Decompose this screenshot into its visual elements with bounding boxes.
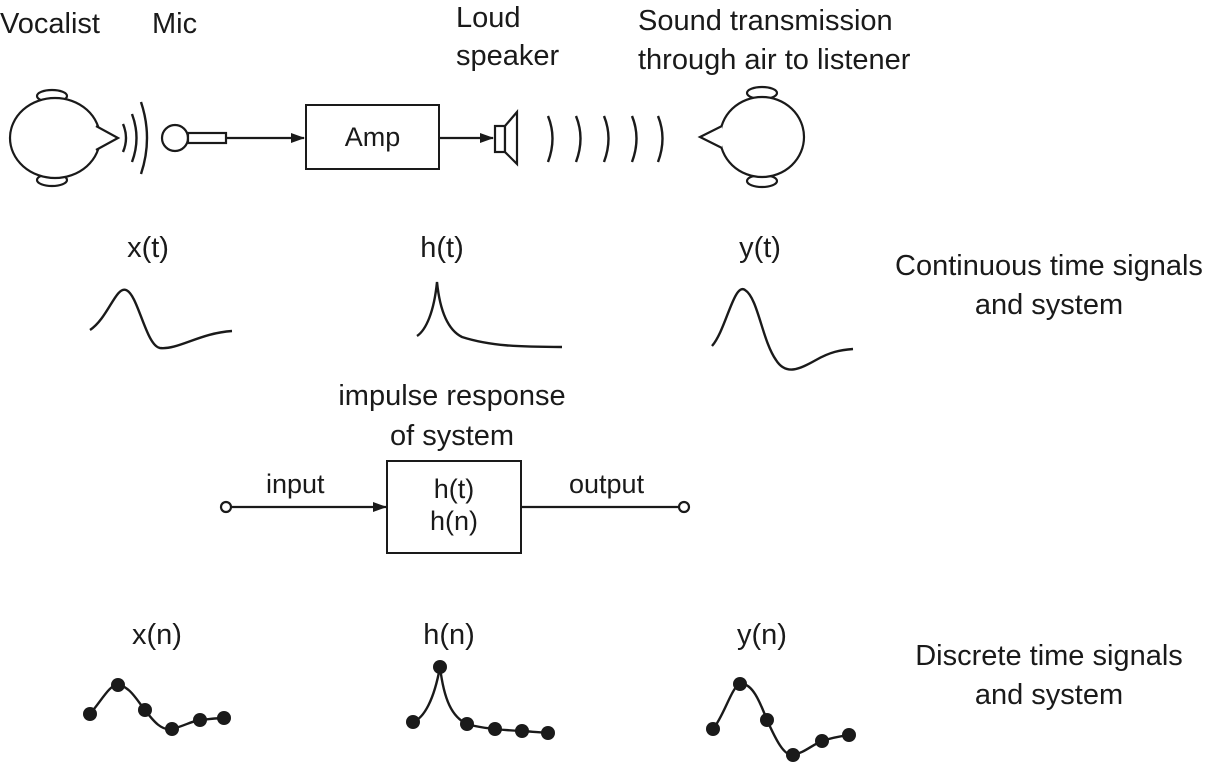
h-n-sample — [541, 726, 555, 740]
y-n-samples — [706, 677, 856, 762]
y-n-sample — [786, 748, 800, 762]
x-n-sample — [138, 703, 152, 717]
h-n-sample — [406, 715, 420, 729]
y-n-label: y(n) — [737, 619, 787, 651]
transmission-label-line1: Sound transmission — [638, 5, 893, 37]
x-n-label: x(n) — [132, 619, 182, 651]
discrete-caption-line1: Discrete time signals — [915, 640, 1183, 672]
amp-box: Amp — [305, 104, 440, 170]
x-n-sample — [217, 711, 231, 725]
input-terminal — [219, 500, 233, 514]
transmission-label-line2: through air to listener — [638, 44, 911, 76]
y-t-label: y(t) — [739, 232, 781, 264]
output-label: output — [569, 469, 645, 499]
h-n-sample — [460, 717, 474, 731]
y-n-sample — [760, 713, 774, 727]
h-n-sample — [488, 722, 502, 736]
y-n-sample — [842, 728, 856, 742]
system-title-line2: of system — [389, 420, 515, 452]
vocalist-label: Vocalist — [0, 8, 100, 40]
h-n-label: h(n) — [423, 619, 475, 651]
h-n-sample — [515, 724, 529, 738]
system-box: h(t) h(n) — [386, 460, 522, 554]
y-n-sample — [706, 722, 720, 736]
continuous-caption-line2: and system — [974, 289, 1124, 321]
system-box-line1: h(t) — [433, 474, 475, 504]
h-t-curve — [416, 281, 563, 349]
x-n-sample — [193, 713, 207, 727]
output-terminal — [677, 500, 691, 514]
microphone-icon — [160, 123, 228, 153]
vocalist-head-icon — [8, 88, 121, 188]
continuous-caption-line1: Continuous time signals — [895, 250, 1203, 282]
h-n-curve — [412, 666, 553, 735]
system-title-line1: impulse response — [338, 380, 566, 412]
speaker-label-line2: speaker — [456, 40, 560, 72]
h-t-label: h(t) — [420, 232, 464, 264]
y-n-sample — [733, 677, 747, 691]
h-n-sample — [433, 660, 447, 674]
x-n-sample — [83, 707, 97, 721]
speaker-label-line1: Loud — [456, 2, 521, 34]
input-label: input — [266, 469, 325, 499]
mic-label: Mic — [152, 8, 198, 40]
loudspeaker-icon — [493, 109, 519, 167]
x-n-sample — [111, 678, 125, 692]
air-wave-icon — [546, 115, 664, 163]
x-n-sample — [165, 722, 179, 736]
voice-wave-icon — [121, 101, 149, 175]
listener-head-icon — [697, 85, 806, 189]
discrete-caption-line2: and system — [974, 679, 1124, 711]
y-n-sample — [815, 734, 829, 748]
x-t-label: x(t) — [127, 232, 169, 264]
x-n-samples — [83, 678, 231, 736]
h-n-samples — [406, 660, 555, 740]
amp-label: Amp — [344, 122, 401, 152]
y-n-curve — [712, 682, 850, 757]
x-t-curve — [89, 288, 233, 350]
system-box-line2: h(n) — [429, 506, 478, 536]
y-t-curve — [711, 287, 854, 371]
